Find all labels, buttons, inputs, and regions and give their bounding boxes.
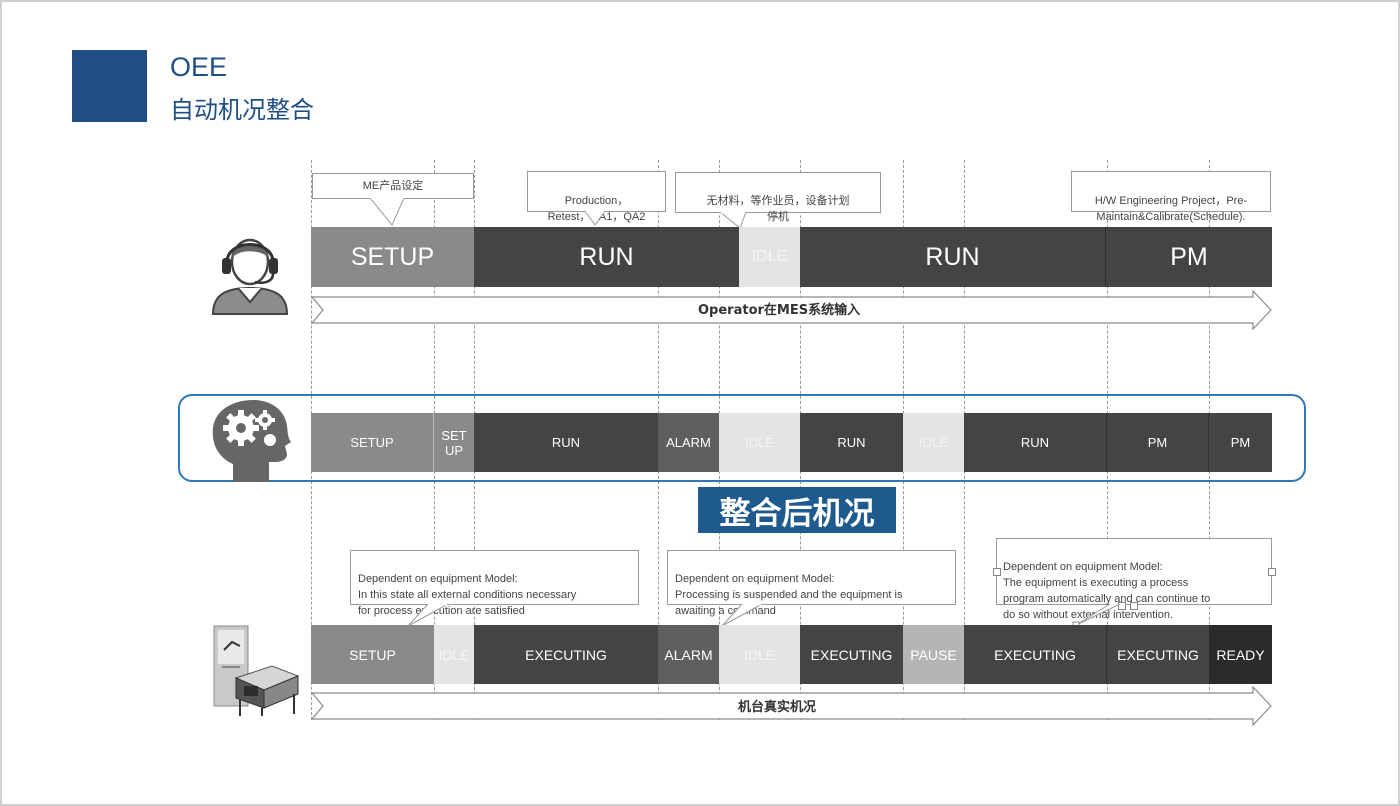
callout-idle-state: Dependent on equipment Model: Processing… <box>667 550 956 617</box>
brain-gear-icon <box>212 400 291 482</box>
state-segment: EXECUTING <box>964 625 1107 684</box>
state-segment: SET UP <box>434 413 474 472</box>
state-segment: RUN <box>800 227 1106 287</box>
segment-label: SETUP <box>349 646 396 663</box>
merged-row-highlight <box>178 394 1306 482</box>
callout-text: 无材料，等作业员，设备计划 停机 <box>706 195 850 223</box>
selection-handle <box>1268 568 1276 576</box>
segment-label: IDLE <box>438 646 470 663</box>
state-segment: ALARM <box>658 413 719 472</box>
callout-ready-state: Dependent on equipment Model: In this st… <box>350 550 639 617</box>
segment-label: SET UP <box>441 427 467 458</box>
segment-label: READY <box>1216 646 1265 663</box>
state-segment: SETUP <box>311 227 474 287</box>
operator-state-bar: SETUP RUN IDLE RUN PM <box>311 227 1272 287</box>
state-segment: RUN <box>800 413 903 472</box>
callout-text: Dependent on equipment Model: The equipm… <box>1003 561 1211 621</box>
segment-label: ALARM <box>664 646 713 663</box>
operator-arrow-label: Operator在MES系统输入 <box>698 303 861 318</box>
callout-pointer <box>722 604 763 627</box>
state-segment: IDLE <box>434 625 474 684</box>
machine-state-bar: SETUP IDLE EXECUTING ALARM IDLE EXECUTIN… <box>311 625 1272 684</box>
slide-title: OEE <box>170 52 228 82</box>
segment-label: PM <box>1170 242 1208 271</box>
callout-pointer <box>408 604 449 627</box>
segment-label: IDLE <box>745 435 774 450</box>
state-segment: PM <box>1209 413 1272 472</box>
callout-executing-state: Dependent on equipment Model: The equipm… <box>996 538 1272 621</box>
state-segment: ALARM <box>658 625 719 684</box>
segment-label: PM <box>1147 435 1168 450</box>
machine-timeline-arrow <box>311 686 1272 726</box>
segment-label: RUN <box>579 242 634 271</box>
segment-label: RUN <box>1020 435 1050 450</box>
segment-label: PM <box>1230 435 1251 450</box>
merged-state-bar: SETUP SET UP RUN ALARM IDLE RUN IDLE RUN… <box>311 413 1272 472</box>
segment-label: PAUSE <box>910 646 957 663</box>
machine-arrow-label: 机台真实机况 <box>738 700 817 715</box>
segment-label: EXECUTING <box>810 646 893 663</box>
segment-label: IDLE <box>919 435 948 450</box>
title-accent-block <box>72 50 147 122</box>
segment-label: EXECUTING <box>525 646 607 663</box>
state-segment: IDLE <box>719 413 800 472</box>
state-segment: IDLE <box>739 227 800 287</box>
state-segment: EXECUTING <box>800 625 903 684</box>
selection-handle <box>1130 602 1138 610</box>
state-segment: RUN <box>964 413 1107 472</box>
state-segment: SETUP <box>311 413 434 472</box>
state-segment: IDLE <box>903 413 964 472</box>
callout-idle: 无材料，等作业员，设备计划 停机 <box>675 172 881 223</box>
segment-label: IDLE <box>751 248 788 265</box>
callout-run: Production， Retest，QA1，QA2 <box>527 171 666 223</box>
state-segment: IDLE <box>719 625 800 684</box>
selection-handle <box>1118 602 1126 610</box>
segment-label: IDLE <box>743 646 776 663</box>
segment-label: EXECUTING <box>994 646 1076 663</box>
state-segment: RUN <box>474 413 658 472</box>
callout-setup: ME产品设定 <box>312 173 474 199</box>
state-segment: PAUSE <box>903 625 964 684</box>
selection-handle <box>993 568 1001 576</box>
slide-subtitle: 自动机况整合 <box>170 96 314 124</box>
operator-timeline-arrow <box>311 290 1272 330</box>
machine-equipment-icon <box>213 625 300 716</box>
segment-label: RUN <box>925 242 980 271</box>
merged-status-caption: 整合后机况 <box>698 487 896 533</box>
segment-label: RUN <box>837 435 866 450</box>
callout-text: ME产品设定 <box>362 180 424 192</box>
callout-pm: H/W Engineering Project，Pre- Maintain&Ca… <box>1071 171 1271 223</box>
callout-text: Dependent on equipment Model: Processing… <box>675 573 903 617</box>
segment-label: SETUP <box>350 435 394 450</box>
segment-label: EXECUTING <box>1117 646 1199 663</box>
segment-label: SETUP <box>350 242 435 271</box>
state-segment: EXECUTING <box>1107 625 1209 684</box>
segment-label: ALARM <box>666 435 711 450</box>
segment-label: RUN <box>551 435 581 450</box>
operator-headset-icon <box>211 238 289 315</box>
callout-pointer <box>370 198 405 226</box>
state-segment: RUN <box>474 227 739 287</box>
state-segment: PM <box>1107 413 1209 472</box>
state-segment: EXECUTING <box>474 625 658 684</box>
state-segment: READY <box>1209 625 1272 684</box>
callout-pointer <box>585 211 606 226</box>
state-segment: SETUP <box>311 625 434 684</box>
state-segment: PM <box>1106 227 1272 287</box>
callout-text: H/W Engineering Project，Pre- Maintain&Ca… <box>1094 195 1248 223</box>
